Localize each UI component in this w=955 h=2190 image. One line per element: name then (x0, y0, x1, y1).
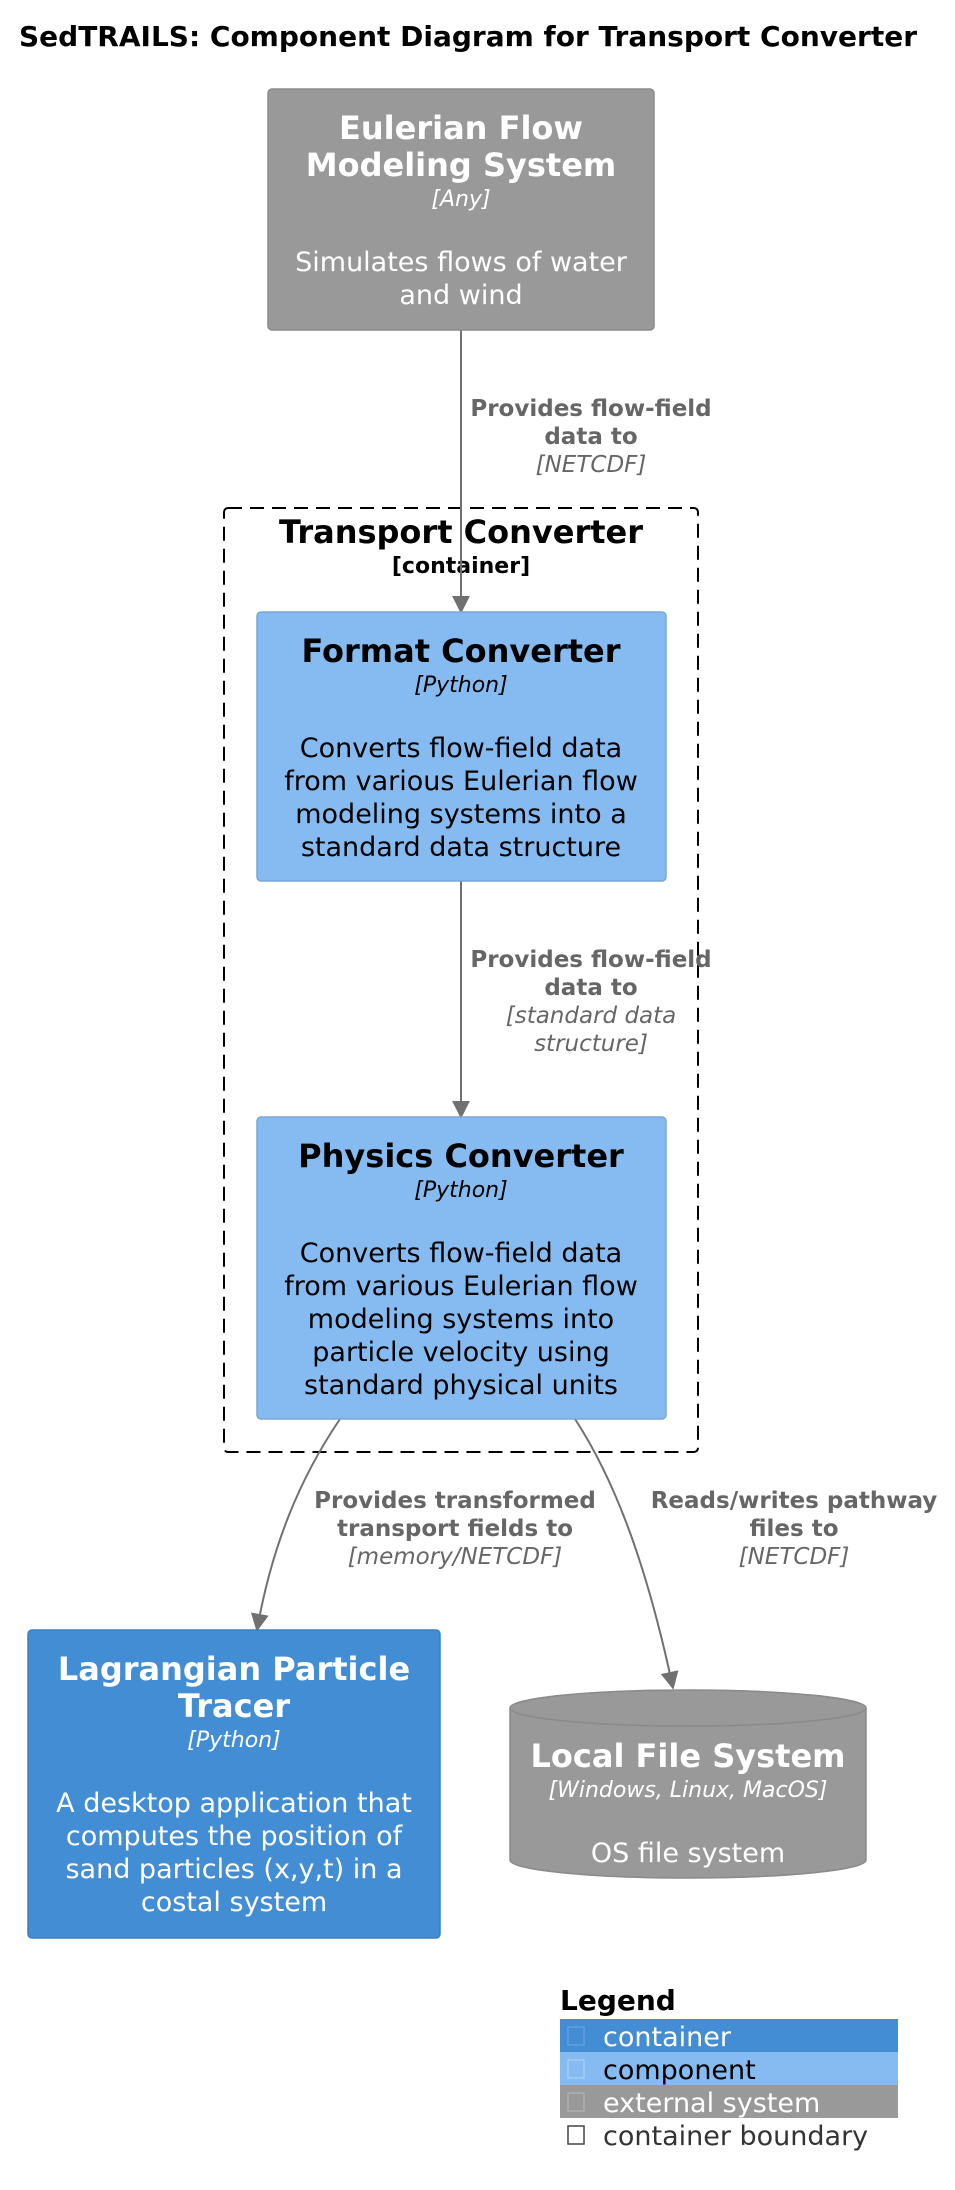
node-desc-line: from various Eulerian flow (284, 1271, 638, 1302)
node-desc-line: Converts flow-field data (300, 733, 622, 764)
legend-item-container: container (603, 2022, 732, 2053)
node-desc-line: particle velocity using (312, 1337, 609, 1368)
node-desc-line: OS file system (591, 1838, 785, 1869)
edge-label-physics-to-filesystem: Reads/writes pathway files to [NETCDF] (651, 1488, 938, 1570)
edge-label-line: Provides flow-field (470, 396, 711, 422)
edge-label-line: Provides flow-field (470, 947, 711, 973)
node-desc-line: modeling systems into a (295, 799, 627, 830)
node-tech: [Python] (414, 1178, 507, 1203)
edge-label-line: Provides transformed (314, 1488, 596, 1514)
node-tech: [Windows, Linux, MacOS] (549, 1778, 828, 1803)
node-name-line: Physics Converter (298, 1137, 624, 1175)
edge-tech-line: [NETCDF] (739, 1544, 850, 1570)
node-desc-line: Converts flow-field data (300, 1238, 622, 1269)
edge-tech-line: [NETCDF] (536, 452, 647, 478)
node-name-line: Lagrangian Particle (58, 1650, 410, 1688)
node-desc-line: and wind (399, 280, 522, 311)
edge-physics-to-filesystem (574, 1418, 679, 1690)
legend: Legend container component external syst… (560, 1984, 898, 2152)
node-name-line: Tracer (178, 1687, 290, 1725)
node-physics-converter: Physics Converter [Python] Converts flow… (256, 1116, 667, 1420)
legend-item-external-system: external system (603, 2088, 820, 2119)
edge-label-line: transport fields to (337, 1516, 573, 1542)
square-icon (567, 2092, 585, 2112)
edge-label-format-to-physics: Provides flow-field data to [standard da… (470, 947, 711, 1057)
node-desc-line: Simulates flows of water (295, 247, 628, 278)
square-icon (567, 2059, 585, 2079)
node-desc-line: sand particles (x,y,t) in a (65, 1854, 402, 1885)
edge-label-line: Reads/writes pathway (651, 1488, 938, 1514)
edge-physics-to-lagrangian (250, 1418, 341, 1632)
legend-swatch-external-system (560, 2085, 898, 2118)
node-name-line: Local File System (531, 1737, 846, 1775)
diagram-title: SedTRAILS: Component Diagram for Transpo… (19, 20, 917, 53)
node-name-line: Modeling System (306, 146, 617, 184)
legend-title: Legend (560, 1984, 676, 2017)
edge-label-line: files to (749, 1516, 838, 1542)
node-local-file-system: Local File System [Windows, Linux, MacOS… (509, 1689, 867, 1879)
node-name-line: Eulerian Flow (339, 109, 583, 147)
node-desc-line: costal system (141, 1887, 327, 1918)
node-name-line: Format Converter (301, 632, 620, 670)
edge-tech-line: [standard data (506, 1003, 677, 1029)
node-desc-line: standard data structure (301, 832, 621, 863)
node-desc-line: standard physical units (304, 1370, 618, 1401)
node-tech: [Any] (431, 187, 490, 212)
node-desc-line: computes the position of (66, 1821, 404, 1852)
edge-label-eulerian-to-format: Provides flow-field data to [NETCDF] (470, 396, 711, 478)
node-eulerian-flow-modeling-system: Eulerian Flow Modeling System [Any] Simu… (267, 88, 655, 331)
node-tech: [Python] (414, 673, 507, 698)
legend-swatch-container (560, 2019, 898, 2052)
node-tech: [Python] (187, 1728, 280, 1753)
node-desc-line: A desktop application that (56, 1788, 412, 1819)
node-lagrangian-particle-tracer: Lagrangian Particle Tracer [Python] A de… (27, 1629, 441, 1939)
square-icon (567, 2125, 585, 2145)
square-icon (567, 2026, 585, 2046)
legend-item-component: component (603, 2055, 756, 2086)
edge-label-line: data to (544, 424, 637, 450)
node-desc-line: from various Eulerian flow (284, 766, 638, 797)
edges (250, 330, 679, 1690)
legend-item-container-boundary: container boundary (603, 2121, 868, 2152)
node-format-converter: Format Converter [Python] Converts flow-… (256, 611, 667, 882)
edge-label-line: data to (544, 975, 637, 1001)
legend-swatch-component (560, 2052, 898, 2085)
node-desc-line: modeling systems into (308, 1304, 614, 1335)
edge-label-physics-to-lagrangian: Provides transformed transport fields to… (314, 1488, 596, 1570)
edge-tech-line: [memory/NETCDF] (348, 1544, 563, 1570)
edge-tech-line: structure] (534, 1031, 648, 1057)
